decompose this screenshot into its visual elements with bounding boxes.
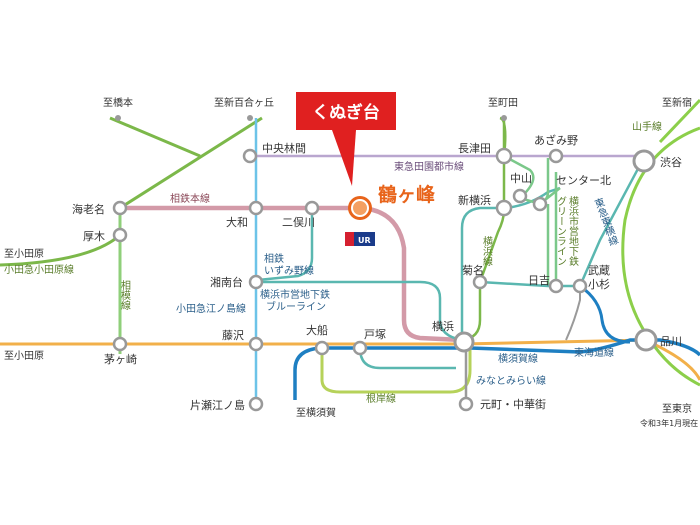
label-kikuna: 菊名 [462, 263, 484, 277]
label-fujisawa: 藤沢 [222, 328, 244, 342]
station-ofuna [314, 340, 330, 356]
dest-dot-hashimoto [115, 115, 121, 121]
label-ebina: 海老名 [72, 202, 105, 216]
ur-logo-text: UR [358, 236, 371, 245]
label-atsugi: 厚木 [83, 230, 105, 243]
musashi-blue [579, 284, 631, 344]
label-musashikosugi-1: 武蔵 [588, 264, 610, 277]
station-musashikosugi [572, 278, 588, 294]
toyoko-line-2 [479, 280, 580, 288]
station-motomachi [458, 396, 474, 412]
toyoko-line [578, 164, 642, 287]
label-blue-1: 横浜市営地下鉄 [260, 288, 330, 301]
dest-odawara-2: 至小田原 [4, 350, 44, 362]
label-shonandai: 湘南台 [210, 275, 243, 289]
station-azamino [548, 148, 564, 164]
station-totsuka [352, 340, 368, 356]
yamanote-line-inner [658, 98, 700, 144]
label-green-1: 横浜市営地下鉄 [567, 195, 579, 267]
blue-line [258, 186, 561, 342]
dest-dot-shinyurigaoka [247, 115, 253, 121]
ur-logo-mark [345, 232, 354, 246]
label-yokohama-line: 横浜線 [481, 235, 493, 266]
label-sotetsu-izumino-1: 相鉄 [264, 252, 284, 265]
toyoko-line-3 [565, 286, 581, 341]
label-denentoshi: 東急田園都市線 [394, 160, 464, 173]
label-nagatsuta: 長津田 [458, 142, 491, 155]
blue-line-south [358, 347, 456, 370]
sotetsu-izumino-line [257, 208, 314, 282]
label-katase: 片瀬江ノ島 [190, 398, 245, 412]
station-nagatsuta [495, 147, 513, 165]
dest-shinjuku: 至新宿 [662, 96, 692, 109]
station-ebina [112, 200, 128, 216]
station-fujisawa [248, 336, 264, 352]
label-green-2: グリーンライン [555, 196, 567, 266]
label-yamanote: 山手線 [632, 120, 662, 133]
label-yamato: 大和 [226, 215, 248, 229]
dest-hashimoto: 至橋本 [103, 96, 133, 109]
label-minatomirai: みなとみらい線 [476, 374, 546, 387]
label-sotetsu-izumino-2: いずみ野線 [264, 264, 314, 277]
label-nakayama: 中山 [510, 172, 532, 185]
station-yokohama [453, 331, 475, 353]
station-atsugi [112, 227, 128, 243]
station-kikuna [472, 274, 488, 290]
label-musashikosugi-2: 小杉 [588, 277, 610, 291]
label-negishi: 根岸線 [366, 392, 396, 405]
target-station-marker-inner [351, 199, 369, 217]
odakyu-odawara-line [0, 116, 263, 267]
station-yamato [248, 200, 264, 216]
label-yokosuka: 横須賀線 [498, 352, 538, 365]
label-sagami: 相模線 [119, 279, 131, 310]
station-hiyoshi [548, 278, 564, 294]
dest-shinyurigaoka: 至新百合ヶ丘 [214, 96, 274, 109]
label-toyoko: 東急東横線 [590, 195, 619, 247]
station-shibuya [632, 149, 656, 173]
label-shibuya: 渋谷 [660, 156, 682, 169]
dest-machida: 至町田 [488, 97, 518, 109]
yokosuka-line [293, 338, 700, 400]
station-chigasaki [112, 336, 128, 352]
callout-tail [332, 130, 356, 186]
dest-tokyo: 至東京 [662, 402, 692, 415]
label-odakyu-enoshima: 小田急江ノ島線 [176, 302, 246, 315]
callout-box [296, 92, 396, 130]
label-futamatagawa: 二俣川 [282, 215, 315, 229]
dest-odawara-1: 至小田原 [4, 248, 44, 260]
target-station-label: 鶴ヶ峰 [378, 183, 436, 206]
yokohama-line-north [109, 116, 201, 158]
label-ofuna: 大船 [306, 323, 328, 337]
label-blue-2: ブルーライン [266, 300, 326, 313]
label-yokohama: 横浜 [432, 319, 454, 333]
date-note: 令和3年1月現在 [640, 418, 698, 428]
dest-yokosuka: 至横須賀 [296, 406, 336, 419]
station-chuorinkan [242, 148, 258, 164]
label-motomachi: 元町・中華街 [480, 397, 546, 411]
label-totsuka: 戸塚 [364, 328, 386, 341]
label-shinyokohama: 新横浜 [458, 193, 491, 207]
station-shinagawa [634, 328, 658, 352]
station-nakayama [512, 188, 528, 204]
station-katase [248, 396, 264, 412]
negishi-line [320, 345, 472, 394]
label-hiyoshi: 日吉 [528, 274, 550, 287]
dest-dot-machida [501, 115, 507, 121]
label-chigasaki: 茅ヶ崎 [104, 352, 137, 366]
station-shonandai [248, 274, 264, 290]
label-chuorinkan: 中央林間 [262, 141, 306, 155]
station-shinyokohama [495, 199, 513, 217]
label-sotetsu-main: 相鉄本線 [170, 192, 210, 205]
station-center-kita [532, 196, 548, 212]
label-tokaido: 東海道線 [574, 346, 614, 359]
label-odakyu-odawara: 小田急小田原線 [4, 263, 74, 276]
label-center-kita: センター北 [556, 174, 611, 187]
callout-label: くぬぎ台 [312, 102, 380, 123]
label-shinagawa: 品川 [660, 335, 682, 348]
station-futamatagawa [304, 200, 320, 216]
label-azamino: あざみ野 [534, 133, 578, 147]
